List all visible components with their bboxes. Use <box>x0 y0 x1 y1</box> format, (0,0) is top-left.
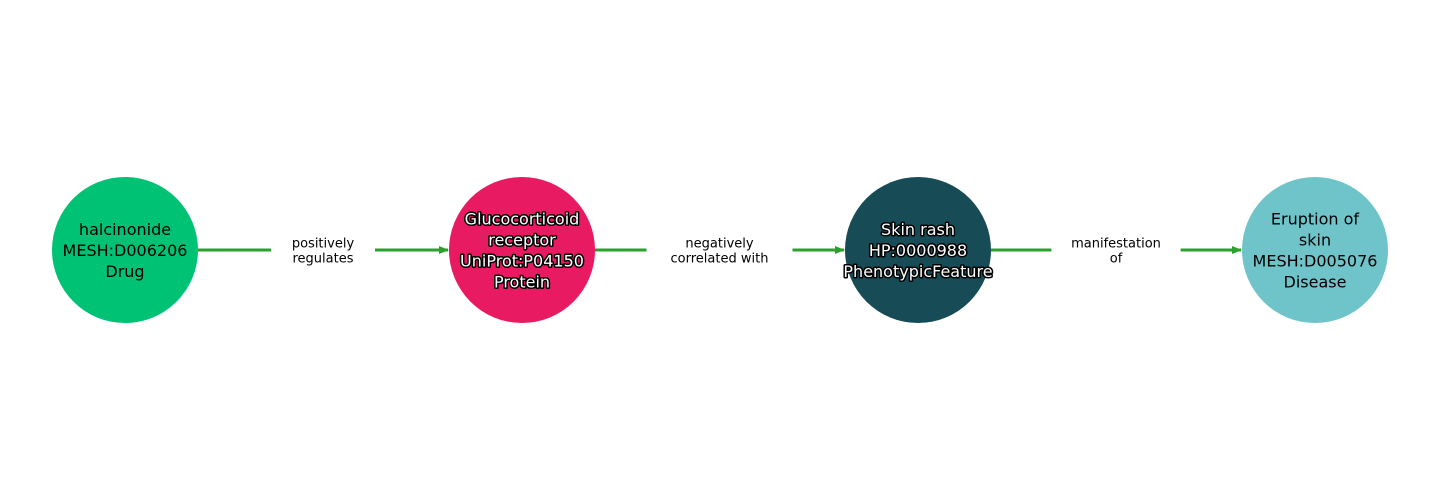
node-circle[interactable] <box>1242 177 1388 323</box>
edge-label: correlated with <box>671 252 769 267</box>
node-label: Eruption of <box>1271 210 1360 229</box>
node-label: Skin rash <box>881 220 955 239</box>
node-label: Disease <box>1284 273 1347 292</box>
edge-label: of <box>1110 252 1123 267</box>
node-label: MESH:D005076 <box>1253 252 1378 271</box>
node-label: UniProt:P04150 <box>460 252 584 271</box>
node-label: Glucocorticoid <box>465 210 580 229</box>
node-label: halcinonide <box>79 220 171 239</box>
node-label: Drug <box>105 262 144 281</box>
edge-label: positively <box>292 237 355 252</box>
graph-node[interactable]: Glucocorticoid receptorUniProt:P04150Prot… <box>449 177 595 323</box>
node-label: Protein <box>494 273 550 292</box>
edge-label: negatively <box>685 237 753 252</box>
edge-label: regulates <box>293 252 354 267</box>
node-label: skin <box>1299 231 1331 250</box>
edge-label: manifestation <box>1071 237 1161 252</box>
node-circle[interactable] <box>52 177 198 323</box>
node-circle[interactable] <box>845 177 991 323</box>
node-label: HP:0000988 <box>869 241 967 260</box>
node-label: PhenotypicFeature <box>843 262 992 281</box>
node-label: receptor <box>488 231 556 250</box>
node-label: MESH:D006206 <box>63 241 188 260</box>
node-circle[interactable] <box>449 177 595 323</box>
